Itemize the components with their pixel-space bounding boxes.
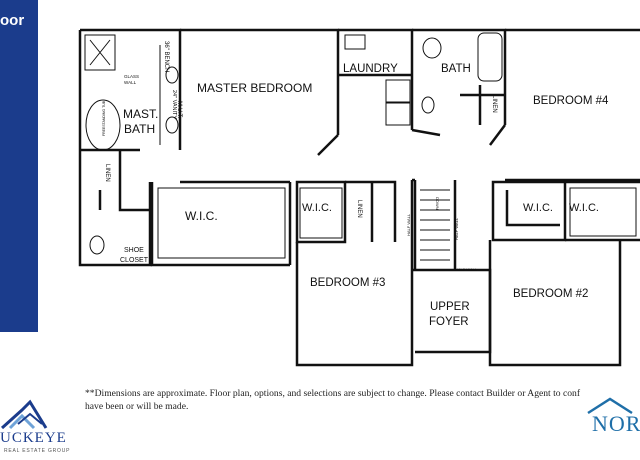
- sink-2: [165, 116, 179, 134]
- room-labels: MASTER BEDROOM MAST. BATH W.I.C. W.I.C. …: [102, 41, 609, 328]
- label-half-wall-3: HALF WALL: [455, 267, 478, 272]
- label-wic-right-a: W.I.C.: [523, 202, 553, 214]
- disclaimer-line-2: have been or will be made.: [85, 401, 189, 412]
- label-half-wall-2: HALF WALL: [454, 217, 459, 240]
- walls: [78, 28, 640, 367]
- label-hall-bath: BATH: [441, 63, 471, 75]
- label-linen-bath: LINEN: [491, 95, 497, 113]
- wic-middle-shelf: [299, 187, 343, 239]
- freestanding-tub: [85, 99, 121, 151]
- logo-right-name: NOR: [592, 411, 640, 436]
- shower-outline: [84, 34, 116, 71]
- bath-sink: [421, 96, 435, 114]
- label-down: DOWN: [435, 197, 440, 210]
- label-wic-right-b: W.I.C.: [569, 202, 599, 214]
- label-wic-master: W.I.C.: [185, 209, 218, 223]
- label-mast-bath: BATH: [124, 122, 155, 136]
- washer: [385, 102, 411, 126]
- label-upper: UPPER: [430, 301, 470, 313]
- label-shoe: SHOE: [124, 247, 144, 254]
- label-wic-middle: W.I.C.: [302, 202, 332, 214]
- fixtures: [84, 32, 637, 261]
- logo-left-subtitle: REAL ESTATE GROUP: [4, 448, 71, 454]
- label-glass-2: WALL: [124, 80, 137, 85]
- disclaimer-text: **Dimensions are approximate. Floor plan…: [85, 387, 640, 413]
- label-foyer: FOYER: [429, 316, 469, 328]
- logo-left-name: UCKEYE: [0, 430, 67, 446]
- dryer: [385, 79, 411, 103]
- wic-right-shelf: [569, 187, 637, 237]
- label-laundry: LAUNDRY: [343, 63, 398, 75]
- bathtub: [477, 32, 503, 82]
- laundry-sink: [344, 34, 366, 50]
- label-mast: MAST.: [123, 107, 158, 121]
- buckeye-house-logo: [0, 399, 48, 430]
- wic-master-shelf: [157, 187, 286, 259]
- label-bench: 36" BENCH: [163, 41, 169, 72]
- disclaimer-line-1: **Dimensions are approximate. Floor plan…: [85, 388, 581, 399]
- label-linen-middle: LINEN: [356, 200, 362, 218]
- label-closet: CLOSET: [120, 257, 149, 264]
- label-master-bedroom: MASTER BEDROOM: [197, 81, 312, 95]
- label-bedroom-3: BEDROOM #3: [310, 277, 385, 289]
- label-vanity: 24" VANITY: [171, 90, 177, 119]
- label-half-wall-1: HALF WALL: [406, 213, 411, 236]
- label-tub: FREESTANDING TUB: [102, 100, 106, 136]
- toilet-bath: [422, 37, 442, 59]
- label-bedroom-2: BEDROOM #2: [513, 288, 588, 300]
- label-glass-1: GLASS: [124, 74, 139, 79]
- label-mut: M.U.T.: [176, 101, 182, 119]
- sink-1: [165, 66, 179, 84]
- label-bedroom-4: BEDROOM #4: [533, 95, 609, 107]
- north-logo-roof: [587, 397, 633, 415]
- toilet-master: [89, 235, 105, 255]
- label-linen-master: LINEN: [104, 164, 110, 182]
- side-color-panel: [0, 0, 38, 332]
- floor-title: oor: [0, 12, 25, 29]
